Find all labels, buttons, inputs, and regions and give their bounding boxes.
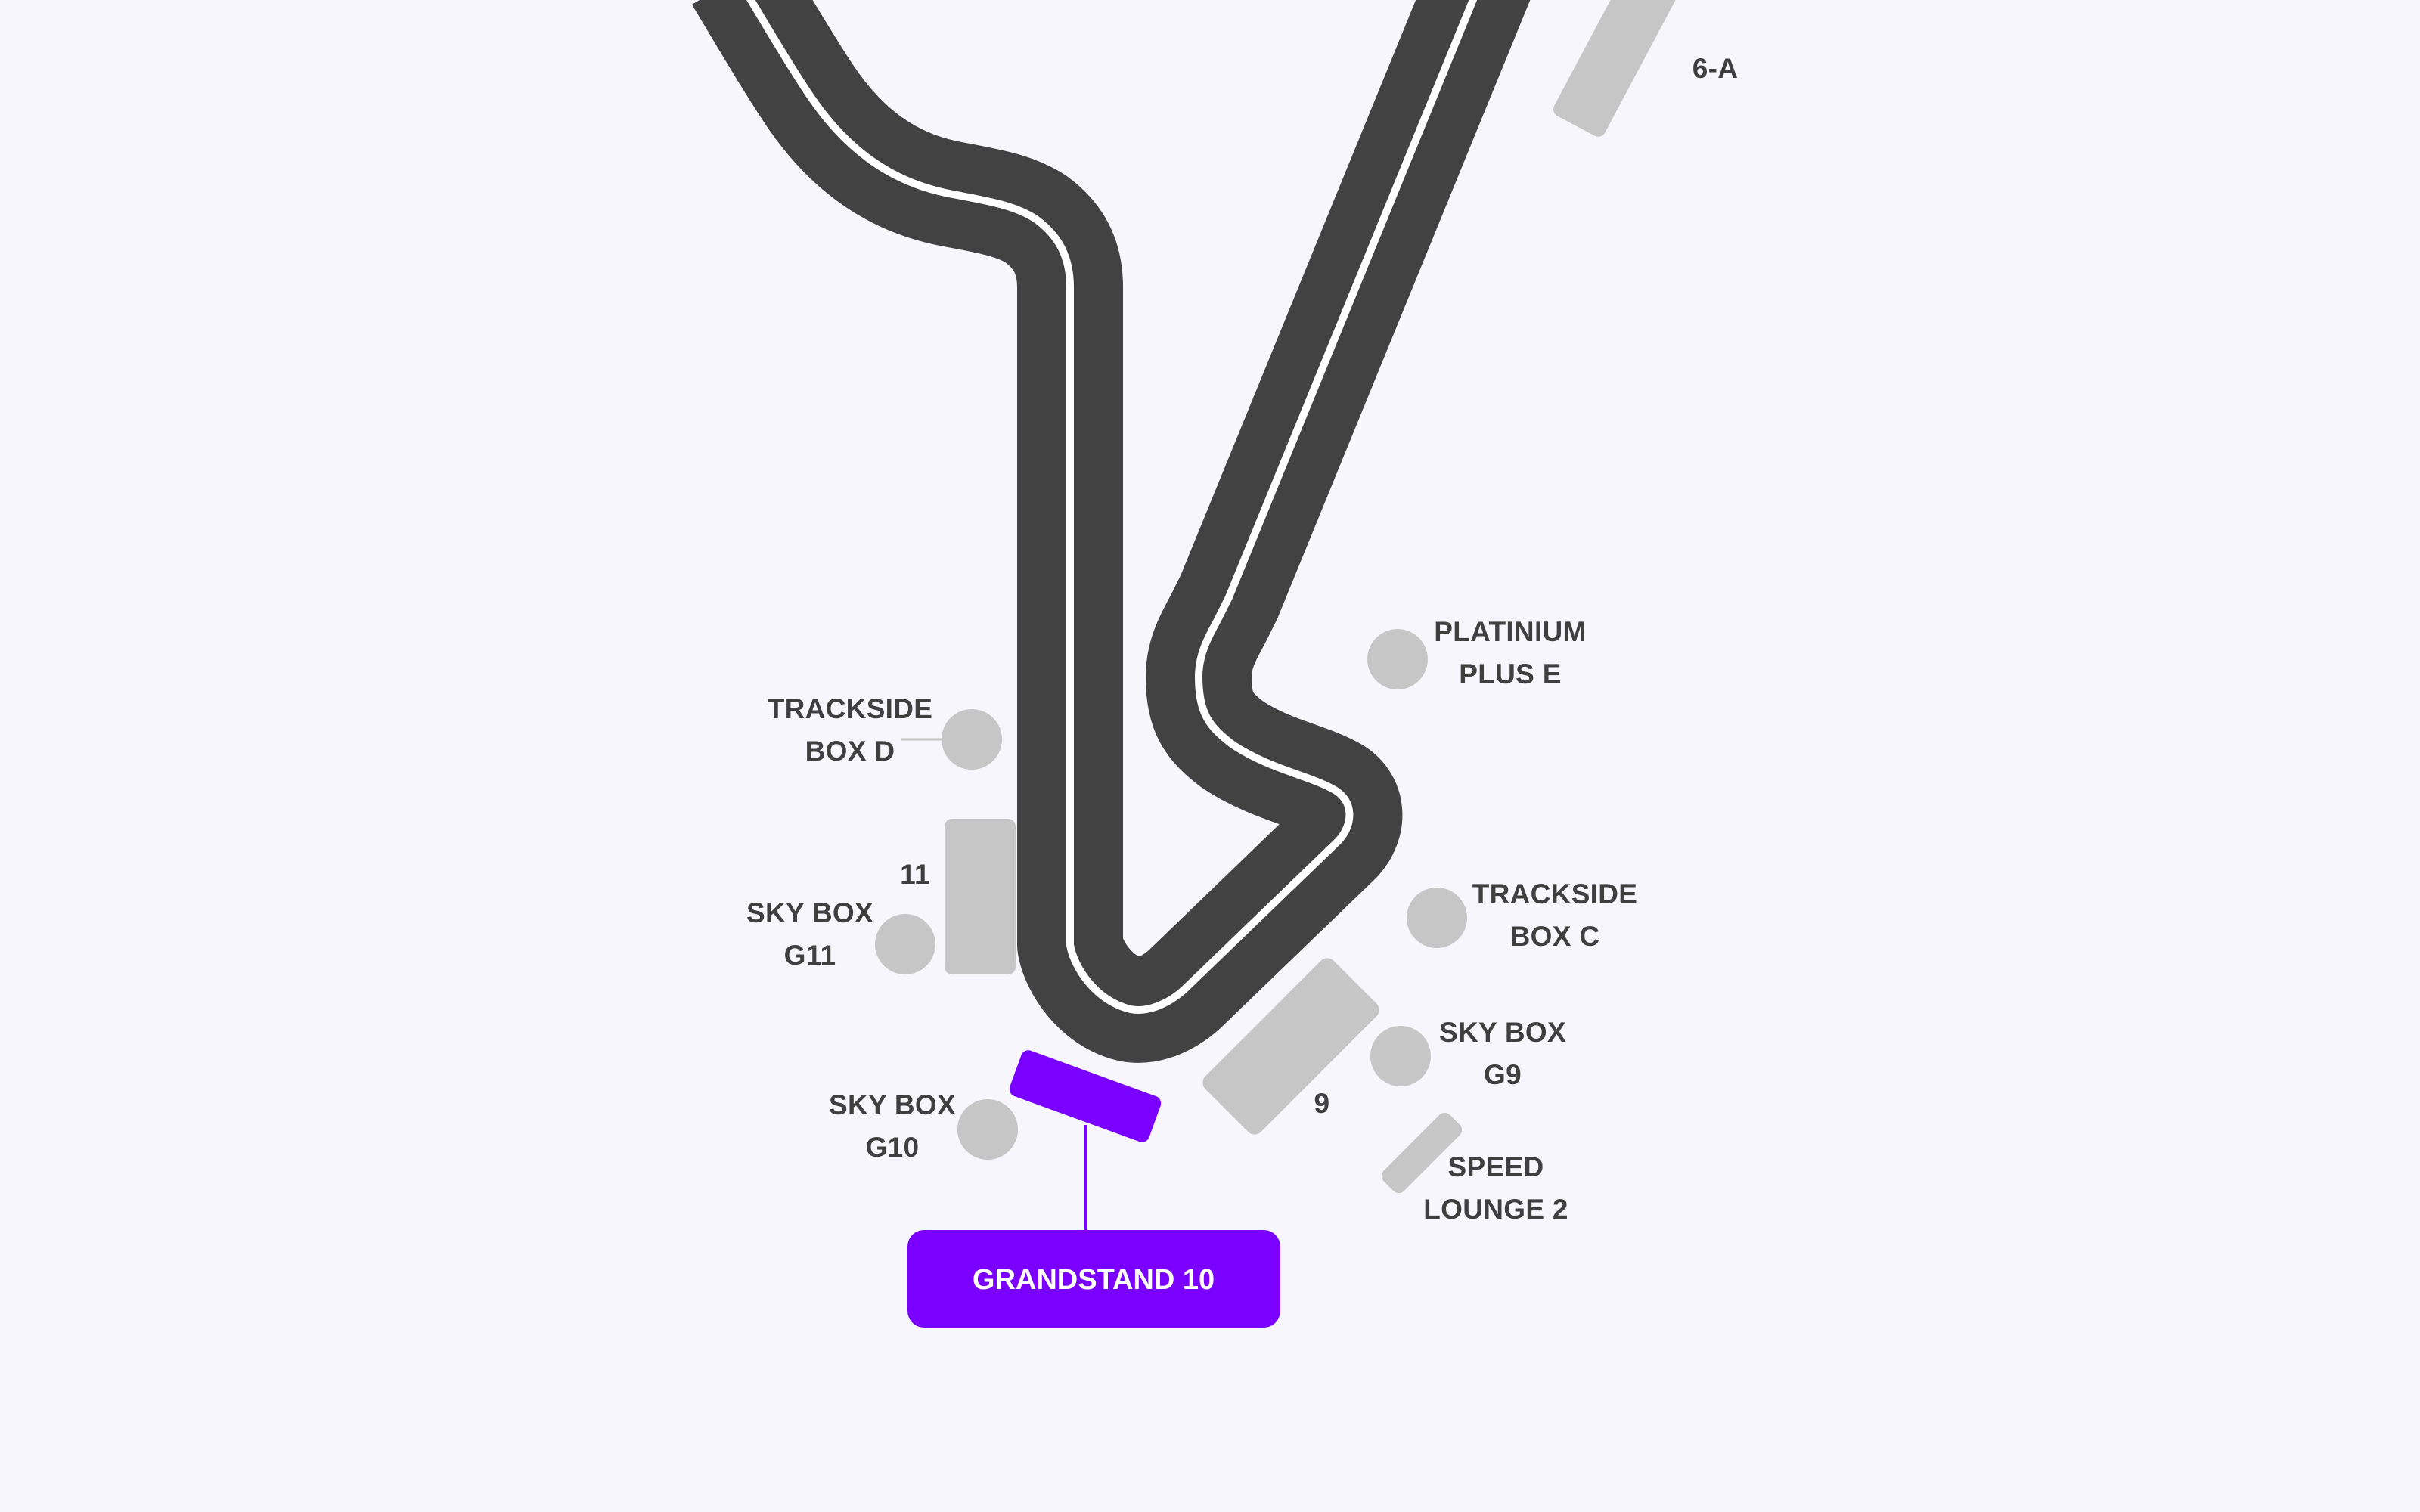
label-trackside-box-c-line1: TRACKSIDE	[1472, 878, 1638, 909]
area-6a[interactable]	[1550, 0, 1683, 139]
label-trackside-box-c-line2: BOX C	[1510, 921, 1600, 952]
label-9: 9	[1314, 1088, 1330, 1119]
grandstand-10-callout-box[interactable]	[908, 1230, 1280, 1328]
label-6a: 6-A	[1692, 53, 1739, 84]
trackside-box-c-marker[interactable]	[1407, 888, 1467, 948]
sky-box-g10-marker[interactable]	[957, 1099, 1018, 1160]
label-speed-lounge-2-line2: LOUNGE 2	[1423, 1194, 1568, 1225]
label-sky-box-g11-line1: SKY BOX	[746, 897, 873, 928]
track-center-line	[746, 0, 1478, 1014]
trackside-box-d-marker[interactable]	[942, 709, 1002, 770]
label-platinium-plus-e-line1: PLATINIUM	[1434, 616, 1586, 647]
sky-box-g11-marker[interactable]	[875, 914, 935, 974]
label-sky-box-g9-line2: G9	[1484, 1059, 1522, 1090]
label-sky-box-g10-line1: SKY BOX	[829, 1089, 956, 1120]
platinium-plus-e-marker[interactable]	[1367, 629, 1428, 689]
label-speed-lounge-2-line1: SPEED	[1448, 1151, 1544, 1182]
label-sky-box-g11-line2: G11	[784, 940, 836, 971]
label-platinium-plus-e-line2: PLUS E	[1459, 658, 1561, 689]
area-grandstand-10[interactable]	[1007, 1048, 1163, 1144]
race-track	[691, 0, 1531, 1063]
sky-box-g9-marker[interactable]	[1370, 1026, 1431, 1086]
area-9[interactable]	[1199, 954, 1382, 1138]
label-trackside-box-d-line1: TRACKSIDE	[768, 693, 933, 724]
area-speed-lounge-2[interactable]	[1379, 1110, 1466, 1197]
label-sky-box-g10-line2: G10	[866, 1132, 920, 1163]
area-11[interactable]	[945, 819, 1016, 974]
grandstand-10-callout[interactable]: GRANDSTAND 10	[908, 1230, 1280, 1328]
label-sky-box-g9-line1: SKY BOX	[1439, 1017, 1566, 1048]
grandstand-10-callout-label: GRANDSTAND 10	[973, 1264, 1215, 1296]
label-trackside-box-d-line2: BOX D	[805, 736, 895, 767]
label-11: 11	[900, 859, 930, 890]
